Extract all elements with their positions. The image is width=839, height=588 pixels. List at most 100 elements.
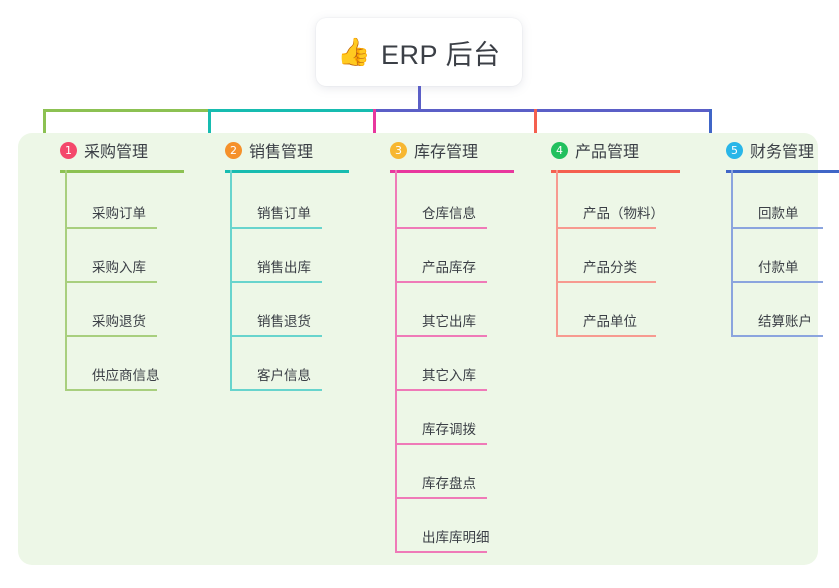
- drop-connector-采购管理: [43, 109, 46, 137]
- leaf-item[interactable]: 采购退货: [65, 283, 157, 337]
- leaf-item[interactable]: 产品库存: [395, 229, 487, 283]
- column-header-产品管理[interactable]: 4 产品管理: [531, 133, 680, 173]
- leaf-item[interactable]: 库存盘点: [395, 445, 487, 499]
- thumbs-up-icon: 👍: [337, 36, 372, 67]
- leaf-item[interactable]: 回款单: [731, 175, 823, 229]
- leaf-item-label: 付款单: [758, 260, 799, 275]
- leaf-item[interactable]: 库存调拨: [395, 391, 487, 445]
- column-header-销售管理[interactable]: 2 销售管理: [205, 133, 349, 173]
- leaf-item[interactable]: 产品单位: [556, 283, 656, 337]
- leaf-item-label: 库存调拨: [422, 422, 476, 437]
- column-产品管理: 4 产品管理产品（物料） 产品分类产品单位: [531, 133, 680, 337]
- leaf-item-label: 其它出库: [422, 314, 476, 329]
- leaf-item-rule: [395, 551, 487, 553]
- leaf-item[interactable]: 仓库信息: [395, 175, 487, 229]
- leaf-item-rule: [556, 227, 656, 229]
- column-header-rule: [225, 170, 349, 173]
- leaf-item[interactable]: 产品（物料）: [556, 175, 664, 229]
- column-header-rule: [60, 170, 184, 173]
- leaf-item-label: 产品库存: [422, 260, 476, 275]
- leaf-item-label: 其它入库: [422, 368, 476, 383]
- leaf-item-rule: [556, 335, 656, 337]
- leaf-item-rule: [230, 335, 322, 337]
- column-title: 采购管理: [84, 144, 149, 161]
- column-badge-2: 2: [225, 141, 242, 159]
- leaf-item-rule: [731, 227, 823, 229]
- leaf-item-rule: [230, 389, 322, 391]
- leaf-item-rule: [230, 227, 322, 229]
- drop-connector-销售管理: [208, 109, 211, 137]
- leaf-item-label: 库存盘点: [422, 476, 476, 491]
- leaf-item[interactable]: 采购订单: [65, 175, 157, 229]
- column-header-采购管理[interactable]: 1 采购管理: [40, 133, 184, 173]
- drop-connector-财务管理: [709, 109, 712, 137]
- leaf-item[interactable]: 产品分类: [556, 229, 656, 283]
- leaf-item[interactable]: 采购入库: [65, 229, 157, 283]
- column-header-rule: [726, 170, 839, 173]
- column-header-财务管理[interactable]: 5 财务管理: [706, 133, 839, 173]
- column-spine: [65, 170, 67, 391]
- leaf-item-rule: [395, 227, 487, 229]
- column-header-rule: [390, 170, 514, 173]
- leaf-item[interactable]: 结算账户: [731, 283, 823, 337]
- column-spine: [230, 170, 232, 391]
- leaf-item[interactable]: 出库库明细: [395, 499, 490, 553]
- leaf-item-label: 结算账户: [758, 314, 812, 329]
- column-spine: [731, 170, 733, 337]
- root-node[interactable]: 👍 ERP 后台: [316, 18, 522, 86]
- column-header-rule: [551, 170, 680, 173]
- column-title: 产品管理: [575, 144, 640, 161]
- leaf-item[interactable]: 其它出库: [395, 283, 487, 337]
- leaf-item-rule: [731, 335, 823, 337]
- leaf-item-rule: [395, 281, 487, 283]
- column-title: 财务管理: [750, 144, 815, 161]
- leaf-item-rule: [395, 335, 487, 337]
- leaf-item-rule: [65, 335, 157, 337]
- column-badge-5: 5: [726, 141, 743, 159]
- leaf-item-rule: [65, 281, 157, 283]
- column-header-库存管理[interactable]: 3 库存管理: [370, 133, 514, 173]
- drop-connector-库存管理: [373, 109, 376, 137]
- column-销售管理: 2 销售管理销售订单销售出库销售退货客户信息: [205, 133, 349, 391]
- leaf-item-rule: [65, 389, 157, 391]
- leaf-item-rule: [731, 281, 823, 283]
- root-title: ERP 后台: [381, 39, 501, 70]
- column-badge-4: 4: [551, 141, 568, 159]
- leaf-item-label: 供应商信息: [92, 368, 160, 383]
- leaf-item[interactable]: 销售订单: [230, 175, 322, 229]
- column-title: 销售管理: [249, 144, 314, 161]
- leaf-item[interactable]: 客户信息: [230, 337, 322, 391]
- leaf-item-label: 客户信息: [257, 368, 311, 383]
- leaf-item-label: 回款单: [758, 206, 799, 221]
- leaf-item-rule: [230, 281, 322, 283]
- drop-connector-产品管理: [534, 109, 537, 137]
- leaf-item-rule: [395, 389, 487, 391]
- leaf-item-rule: [65, 227, 157, 229]
- leaf-item-label: 销售订单: [257, 206, 311, 221]
- leaf-item[interactable]: 销售出库: [230, 229, 322, 283]
- column-库存管理: 3 库存管理仓库信息产品库存其它出库其它入库库存调拨库存盘点出库库明细: [370, 133, 514, 553]
- leaf-item-rule: [556, 281, 656, 283]
- bus-segment-3: [373, 109, 712, 112]
- leaf-item[interactable]: 其它入库: [395, 337, 487, 391]
- column-财务管理: 5 财务管理回款单付款单结算账户: [706, 133, 839, 337]
- column-title: 库存管理: [414, 144, 479, 161]
- leaf-item[interactable]: 供应商信息: [65, 337, 160, 391]
- leaf-item-rule: [395, 443, 487, 445]
- leaf-item-label: 产品（物料）: [583, 206, 664, 221]
- column-spine: [556, 170, 558, 337]
- leaf-item-label: 采购入库: [92, 260, 146, 275]
- diagram-panel: 1 采购管理采购订单采购入库采购退货供应商信息 2 销售管理销售订单销售出库销售退货客…: [18, 133, 839, 565]
- leaf-item[interactable]: 付款单: [731, 229, 823, 283]
- leaf-item[interactable]: 销售退货: [230, 283, 322, 337]
- column-badge-1: 1: [60, 141, 77, 159]
- leaf-item-label: 产品单位: [583, 314, 637, 329]
- leaf-item-label: 仓库信息: [422, 206, 476, 221]
- column-采购管理: 1 采购管理采购订单采购入库采购退货供应商信息: [40, 133, 184, 391]
- column-badge-3: 3: [390, 141, 407, 159]
- leaf-item-label: 采购订单: [92, 206, 146, 221]
- root-stem-connector: [418, 86, 421, 111]
- leaf-item-label: 产品分类: [583, 260, 637, 275]
- leaf-item-label: 销售退货: [257, 314, 311, 329]
- bus-segment-1: [43, 109, 211, 112]
